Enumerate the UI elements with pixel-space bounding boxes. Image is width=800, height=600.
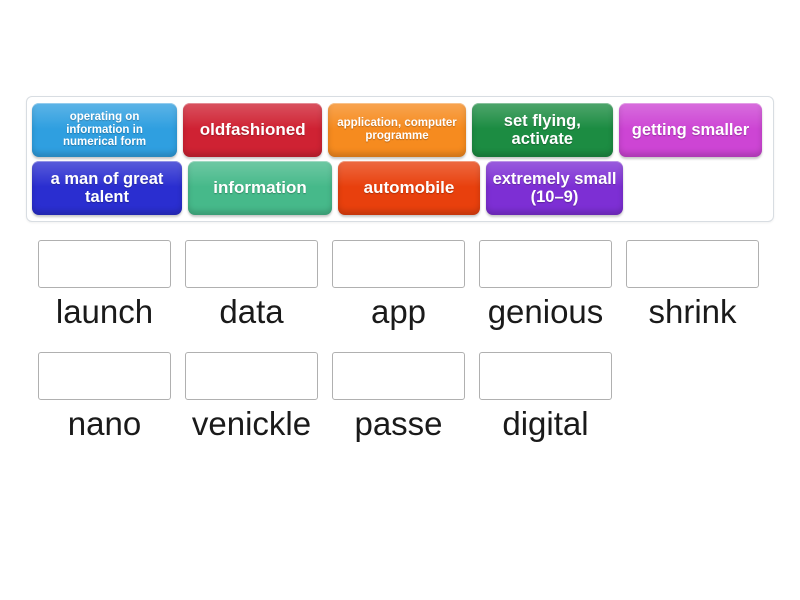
slot-word-label: app [370,293,427,330]
definition-tile-label: oldfashioned [199,120,306,140]
definition-tile-tray: operating on information in numerical fo… [26,96,774,222]
drop-box-data[interactable] [185,240,318,288]
definition-tile-label: information [213,178,307,198]
definition-tile-genious[interactable]: a man of great talent [32,161,182,215]
slot-row-2: nano venickle passe digital [38,351,800,442]
slot-word-label: digital [502,404,589,442]
slot-word-label: venickle [191,404,312,442]
drop-box-genious[interactable] [479,240,612,288]
drop-box-passe[interactable] [332,351,465,400]
definition-tile-launch[interactable]: set flying, activate [471,103,613,157]
drop-box-venickle[interactable] [185,351,318,400]
definition-tile-label: getting smaller [631,120,750,139]
slot-row-1: launch data app genious shrink [38,240,800,330]
slot-word-label: nano [67,404,142,442]
tile-row-2: a man of great talent information automo… [32,161,768,217]
definition-tile-label: extremely small (10–9) [492,169,617,206]
definition-tile-label: operating on information in numerical fo… [62,110,147,149]
slot-word-label: data [219,293,284,330]
drop-box-digital[interactable] [479,351,612,400]
definition-tile-shrink[interactable]: getting smaller [618,103,762,157]
drop-box-shrink[interactable] [626,240,759,288]
definition-tile-label: set flying, activate [503,111,581,148]
slot-word-label: shrink [648,293,737,330]
drop-box-nano[interactable] [38,351,171,400]
slot-cell-digital: digital [479,351,612,442]
slot-cell-passe: passe [332,351,465,442]
slot-cell-data: data [185,240,318,330]
definition-tile-label: application, computer programme [337,117,457,142]
drop-box-launch[interactable] [38,240,171,288]
slot-word-label: passe [354,404,443,442]
definition-tile-data[interactable]: information [188,161,332,215]
definition-tile-label: automobile [363,178,455,198]
slot-cell-nano: nano [38,351,171,442]
slot-cell-venickle: venickle [185,351,318,442]
slot-cell-genious: genious [479,240,612,330]
slot-cell-shrink: shrink [626,240,759,330]
slot-cell-app: app [332,240,465,330]
tile-row-1: operating on information in numerical fo… [32,103,768,159]
answer-slots-area: launch data app genious shrink nano veni… [0,240,800,463]
slot-cell-launch: launch [38,240,171,330]
definition-tile-label: a man of great talent [50,169,164,206]
drop-box-app[interactable] [332,240,465,288]
definition-tile-digital[interactable]: operating on information in numerical fo… [32,103,178,157]
definition-tile-passe[interactable]: oldfashioned [183,103,323,157]
slot-word-label: genious [487,293,604,330]
definition-tile-app[interactable]: application, computer programme [328,103,466,157]
definition-tile-nano[interactable]: extremely small (10–9) [486,161,623,215]
slot-word-label: launch [55,293,154,330]
definition-tile-venickle[interactable]: automobile [338,161,480,215]
